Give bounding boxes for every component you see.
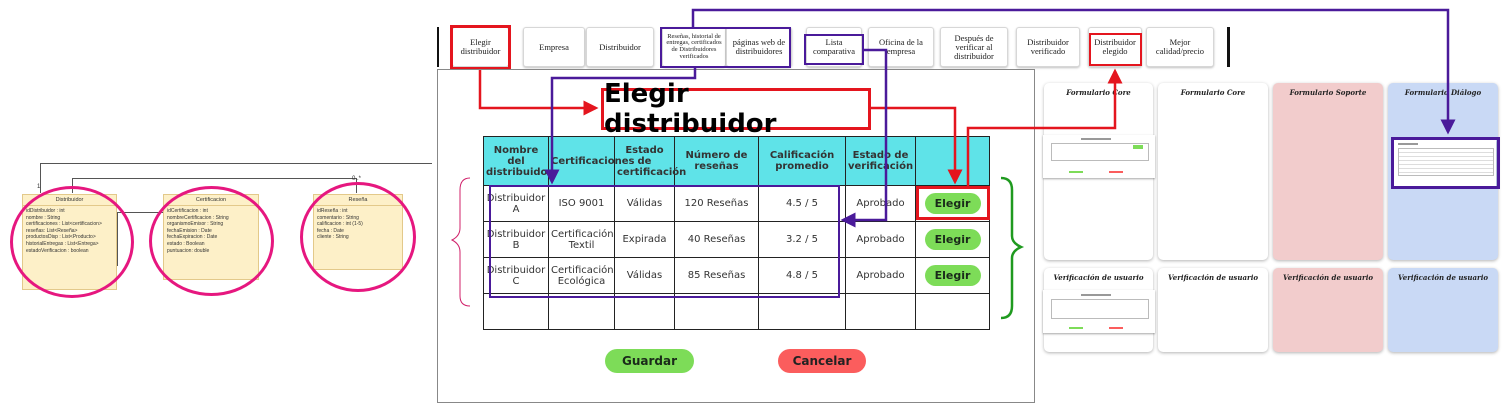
table-cell [483, 293, 549, 330]
card-title: Verificación de usuario [1397, 273, 1489, 282]
card: Formulario Soporte [1273, 83, 1383, 260]
column-header: Nombre del distribuidor [483, 136, 552, 186]
card-title: Formulario Soporte [1289, 88, 1367, 97]
elegir-button[interactable]: Elegir [924, 193, 981, 214]
highlight-box [489, 185, 840, 298]
highlight-box [916, 186, 990, 220]
arrow-purple [544, 68, 697, 185]
table-cell: 4.8 / 5 [758, 257, 846, 294]
uml-connector-left-drop [40, 163, 41, 193]
screen-thumbnail [1043, 135, 1155, 178]
card-title: Verificación de usuario [1053, 273, 1144, 282]
column-header: Estado de certificación [614, 136, 686, 186]
table-row [483, 293, 990, 330]
table-row: Distribuidor A ISO 9001 Válidas 120 Rese… [483, 185, 990, 222]
table-cell: ISO 9001 [548, 185, 615, 222]
arrow-red [966, 68, 1123, 186]
table-cell: Aprobado [845, 185, 916, 222]
table-cell: Certificación Ecológica [548, 257, 615, 294]
card-title: Formulario Core [1066, 88, 1131, 97]
table-cell: 3.2 / 5 [758, 221, 846, 258]
highlight-ring [300, 182, 416, 292]
card-title: Formulario Core [1180, 88, 1246, 97]
table-cell: Elegir [915, 185, 990, 222]
table-cell [915, 293, 990, 330]
multiplicity-label: 0..* [352, 176, 362, 182]
arrow-purple [840, 48, 888, 228]
card: Formulario Core [1158, 83, 1268, 260]
card: Verificación de usuario [1158, 268, 1268, 352]
uml-connector-cert [117, 212, 163, 213]
card: Verificación de usuario [1388, 268, 1498, 352]
table-row: Distribuidor C Certificación Ecológica V… [483, 257, 990, 294]
uml-connector-resena [72, 178, 356, 179]
column-header: Certificaciones [548, 136, 634, 186]
table-cell: 40 Reseñas [674, 221, 759, 258]
table-row: Distribuidor B Certificación Textil Expi… [483, 221, 990, 258]
nav-divider [1227, 27, 1230, 67]
card-title: Verificación de usuario [1282, 273, 1374, 282]
nav-divider [437, 27, 439, 67]
screen-thumbnail [1394, 140, 1496, 186]
table-cell [614, 293, 675, 330]
table-header-row: Nombre del distribuidor Certificaciones … [483, 136, 990, 186]
card-title: Formulario Diálogo [1404, 88, 1482, 97]
table-cell [548, 293, 615, 330]
highlight-ring [149, 186, 274, 296]
highlight-ring [10, 186, 134, 298]
uml-connector-dist [72, 178, 73, 193]
multiplicity-label: 1 [37, 184, 41, 190]
nav-item-distribuidor[interactable]: Distribuidor [586, 27, 654, 67]
table-cell: Aprobado [845, 221, 916, 258]
brace-left [450, 177, 471, 307]
table-cell [674, 293, 759, 330]
table-cell: Distribuidor A [483, 185, 549, 222]
screen-thumbnail [1043, 290, 1155, 333]
column-header [915, 136, 990, 186]
table-cell: Certificación Textil [548, 221, 615, 258]
nav-item-mejor-calidad[interactable]: Mejor calidad/precio [1146, 27, 1214, 67]
table-cell: Distribuidor C [483, 257, 549, 294]
table-cell: Expirada [614, 221, 675, 258]
table-cell [845, 293, 916, 330]
nav-item-empresa[interactable]: Empresa [523, 27, 585, 67]
highlight-box [804, 34, 864, 65]
save-button[interactable]: Guardar [605, 349, 694, 373]
highlight-box [450, 25, 511, 70]
highlight-box [660, 27, 791, 68]
arrow-red [871, 106, 963, 185]
nav-item-lista-comparativa[interactable]: Lista comparativa [806, 27, 862, 67]
table-cell [758, 293, 846, 330]
arrow-red [478, 70, 599, 116]
table-cell: Elegir [915, 257, 990, 294]
nav-item-paginas-web[interactable]: páginas web de distribuidores [726, 27, 792, 67]
card-title: Verificación de usuario [1167, 273, 1259, 282]
card: Verificación de usuario [1273, 268, 1383, 352]
nav-item-distribuidor-verificado[interactable]: Distribuidor verificado [1016, 27, 1080, 67]
table-cell: Aprobado [845, 257, 916, 294]
distributors-table: Nombre del distribuidor Certificaciones … [483, 136, 990, 330]
arrow-purple [691, 8, 1456, 135]
elegir-button[interactable]: Elegir [924, 229, 981, 250]
brace-right [1000, 176, 1025, 320]
cancel-button[interactable]: Cancelar [778, 349, 866, 373]
uml-connector-top [40, 163, 432, 164]
nav-item-oficina[interactable]: Oficina de la empresa [868, 27, 934, 67]
nav-item-despues-verificar[interactable]: Después de verificar al distribuidor [940, 27, 1008, 67]
highlight-box [1391, 137, 1500, 189]
highlight-box [1089, 33, 1142, 66]
elegir-button[interactable]: Elegir [924, 265, 981, 286]
